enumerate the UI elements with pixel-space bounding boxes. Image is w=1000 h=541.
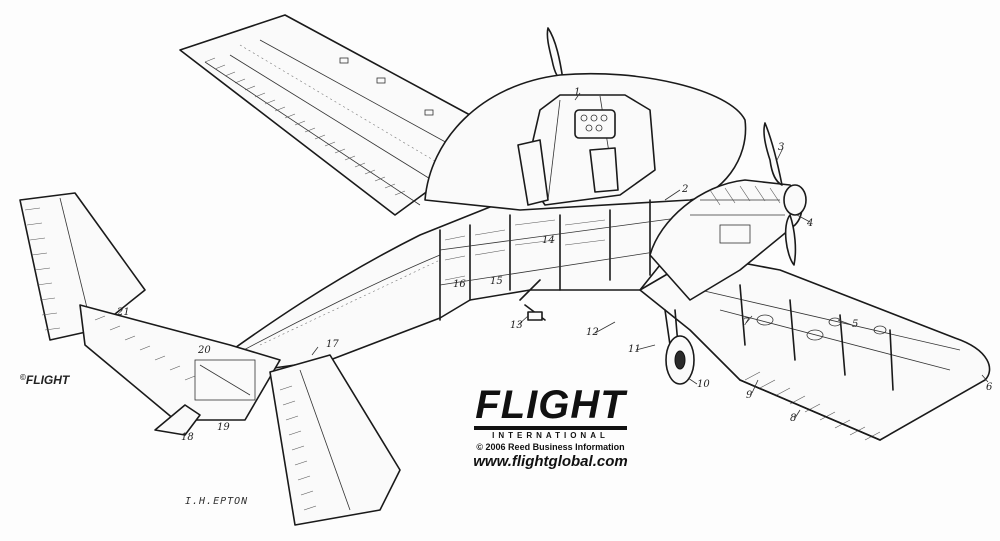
callout-18: 18 [181, 432, 194, 443]
callout-14: 14 [542, 235, 555, 246]
brand-url: www.flightglobal.com [473, 453, 628, 470]
horizontal-tailplane [79, 304, 281, 421]
brand-wordmark: FLIGHT [475, 383, 626, 427]
callout-15: 15 [490, 276, 503, 287]
right-propeller [763, 122, 807, 266]
callout-20: 20 [198, 345, 211, 356]
callout-5: 5 [852, 319, 859, 330]
main-landing-gear [664, 309, 695, 385]
callout-17: 17 [326, 339, 339, 350]
callout-leader-lines [311, 92, 989, 419]
right-engine-nacelle [649, 179, 803, 301]
right-wing [639, 254, 991, 441]
callout-3: 3 [778, 142, 785, 153]
corner-logo-wordmark: FLIGHT [25, 373, 70, 387]
callout-9: 9 [746, 390, 753, 401]
callout-11: 11 [628, 344, 641, 355]
fuselage [224, 194, 701, 371]
corner-flight-logo: ©FLIGHT [20, 373, 69, 387]
callout-6: 6 [986, 382, 993, 393]
flight-international-branding: FLIGHT INTERNATIONAL © 2006 Reed Busines… [468, 385, 633, 470]
artist-signature: I.H.EPTON [185, 496, 249, 507]
callout-13: 13 [510, 320, 523, 331]
tail-cone [154, 359, 256, 436]
right-stabilizer [269, 354, 401, 526]
brand-copyright: © 2006 Reed Business Information [476, 442, 625, 452]
callout-16: 16 [453, 279, 466, 290]
brand-subtitle: INTERNATIONAL [492, 431, 609, 440]
callout-7: 7 [743, 317, 750, 328]
callout-19: 19 [217, 422, 230, 433]
callout-4: 4 [807, 218, 814, 229]
callout-21: 21 [117, 307, 130, 318]
callout-12: 12 [586, 327, 599, 338]
callout-8: 8 [790, 413, 797, 424]
vertical-fin [19, 192, 146, 341]
brand-divider [474, 426, 627, 430]
copyright-mark: © [20, 373, 26, 382]
callout-10: 10 [697, 379, 710, 390]
left-wing [179, 14, 471, 216]
callout-1: 1 [574, 87, 581, 98]
canopy [424, 72, 747, 211]
callout-2: 2 [682, 184, 689, 195]
